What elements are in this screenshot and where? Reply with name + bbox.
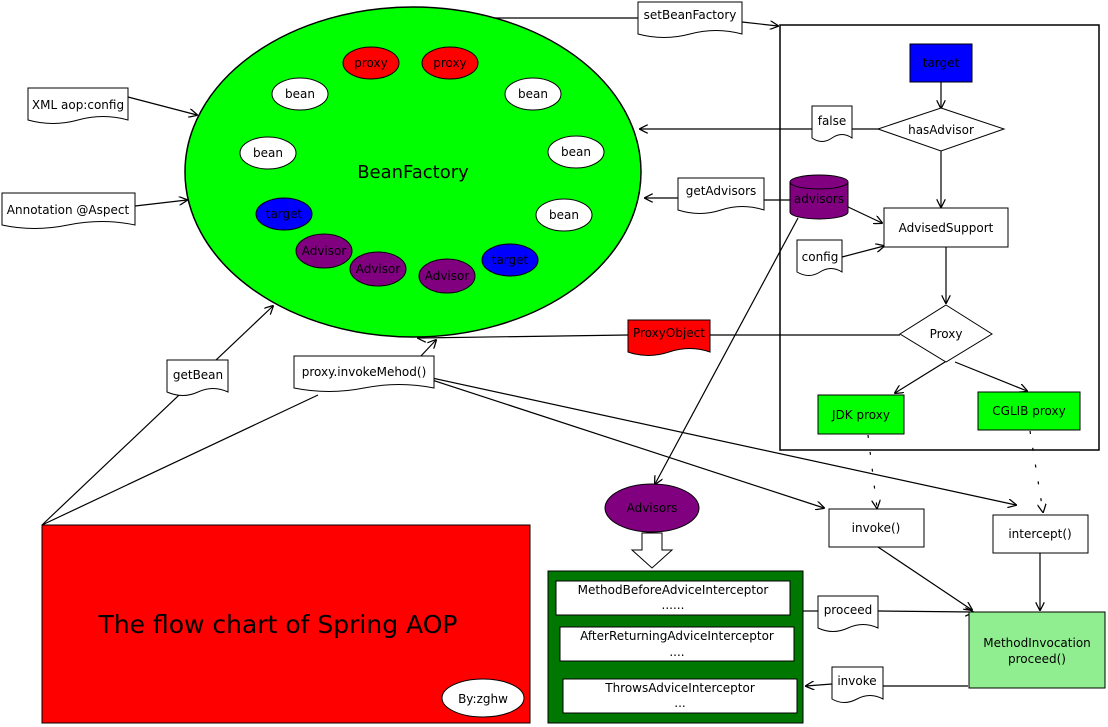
bean-label: bean <box>561 145 591 159</box>
invoke-note-label: invoke <box>837 674 876 688</box>
intercept-node: intercept() <box>992 514 1089 554</box>
bean-factory-label: BeanFactory <box>357 162 469 183</box>
advisors-database: advisors <box>789 174 849 220</box>
annotation-label: Annotation @Aspect <box>7 203 130 217</box>
factory-item: bean <box>504 77 562 111</box>
banner-title: The flow chart of Spring AOP <box>98 610 458 639</box>
set-bean-factory-note: setBeanFactory <box>637 1 743 38</box>
cglib-proxy-node: CGLIB proxy <box>977 391 1081 431</box>
after-interceptor-dots: .... <box>669 645 684 659</box>
target-label: target <box>266 207 303 221</box>
invoke-note: invoke <box>831 666 884 703</box>
proxy-label: proxy <box>354 56 387 70</box>
advisors-database-label: advisors <box>794 192 844 206</box>
advisor-label: Advisor <box>356 262 401 276</box>
proxy-object-note: ProxyObject <box>627 319 711 356</box>
advised-support-node: AdvisedSupport <box>883 207 1009 248</box>
proxy-factory-frame <box>779 24 1100 451</box>
target-node: target <box>909 43 973 83</box>
factory-item: proxy <box>421 46 479 80</box>
advisors-ellipse: Advisors <box>604 483 700 533</box>
connectors <box>41 17 1043 686</box>
factory-item: target <box>255 197 313 231</box>
has-advisor-decision: hasAdvisor <box>876 107 1006 152</box>
invoke-node-label: invoke() <box>852 521 901 535</box>
factory-item: bean <box>535 198 593 232</box>
get-advisors-label: getAdvisors <box>686 184 757 198</box>
has-advisor-label: hasAdvisor <box>908 123 974 137</box>
before-interceptor-dots: ...... <box>662 598 685 612</box>
proceed-note: proceed <box>817 595 879 632</box>
proxy-label: proxy <box>433 56 466 70</box>
factory-item: bean <box>239 136 297 170</box>
throws-interceptor-dots: ... <box>674 696 685 710</box>
bean-label: bean <box>549 208 579 222</box>
advised-support-label: AdvisedSupport <box>899 221 994 235</box>
proxy-decision-label: Proxy <box>930 327 963 341</box>
false-note: false <box>811 105 853 142</box>
proxy-invoke-note: proxy.invokeMehod() <box>293 355 435 392</box>
factory-item: bean <box>547 135 605 169</box>
factory-item: Advisor <box>295 233 353 269</box>
get-advisors-note: getAdvisors <box>677 177 765 214</box>
get-bean-note: getBean <box>166 359 229 396</box>
factory-item: target <box>481 243 539 277</box>
before-interceptor-label: MethodBeforeAdviceInterceptor <box>578 583 769 597</box>
after-interceptor-label: AfterReturningAdviceInterceptor <box>580 629 774 643</box>
title-banner: The flow chart of Spring AOP By:zghw <box>41 524 531 724</box>
proxy-decision: Proxy <box>899 304 993 363</box>
factory-item: proxy <box>342 46 400 80</box>
jdk-proxy-label: JDK proxy <box>831 408 890 422</box>
method-invocation-node: MethodInvocation proceed() <box>968 611 1106 689</box>
cglib-proxy-label: CGLIB proxy <box>992 404 1065 418</box>
bean-label: bean <box>518 87 548 101</box>
bean-factory: BeanFactory <box>184 6 642 338</box>
method-invocation-proceed-label: proceed() <box>1008 652 1066 666</box>
get-bean-label: getBean <box>173 368 223 382</box>
xml-config-input: XML aop:config <box>27 87 129 124</box>
config-note: config <box>796 239 843 276</box>
set-bean-factory-label: setBeanFactory <box>644 8 737 22</box>
throws-interceptor-label: ThrowsAdviceInterceptor <box>604 681 755 695</box>
bean-label: bean <box>253 146 283 160</box>
factory-item: Advisor <box>418 258 476 294</box>
config-label: config <box>802 250 839 264</box>
advisors-ellipse-label: Advisors <box>627 501 678 515</box>
author-label: By:zghw <box>458 692 508 706</box>
method-invocation-label: MethodInvocation <box>983 636 1091 650</box>
annotation-input: Annotation @Aspect <box>1 192 136 229</box>
target-label: target <box>492 253 529 267</box>
proceed-label: proceed <box>824 603 873 617</box>
bean-label: bean <box>285 87 315 101</box>
down-arrow-icon <box>630 532 674 569</box>
jdk-proxy-node: JDK proxy <box>817 394 905 435</box>
proxy-invoke-label: proxy.invokeMehod() <box>302 365 427 379</box>
intercept-node-label: intercept() <box>1008 527 1071 541</box>
false-label: false <box>818 114 847 128</box>
advisor-label: Advisor <box>425 269 470 283</box>
factory-item: bean <box>271 77 329 111</box>
interceptor-chain: MethodBeforeAdviceInterceptor ...... Aft… <box>547 570 804 724</box>
xml-config-label: XML aop:config <box>32 98 124 112</box>
target-node-label: target <box>923 56 960 70</box>
proxy-object-label: ProxyObject <box>633 326 705 340</box>
invoke-node: invoke() <box>828 508 925 548</box>
factory-item: Advisor <box>349 251 407 287</box>
advisor-label: Advisor <box>302 244 347 258</box>
